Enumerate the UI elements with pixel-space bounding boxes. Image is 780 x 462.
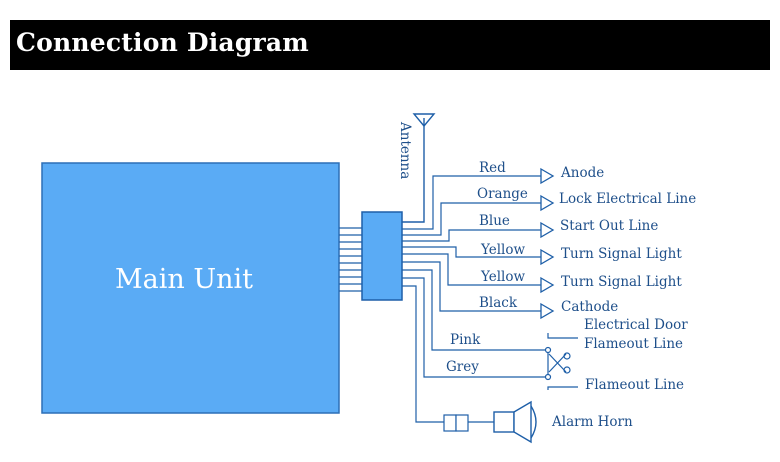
destination-label: Cathode — [561, 299, 618, 315]
wire-color-label: Orange — [477, 186, 528, 202]
arrow-anode — [540, 167, 555, 185]
arrow-start — [540, 221, 555, 239]
destination-label: Turn Signal Light — [561, 246, 682, 262]
main-unit-box — [41, 162, 340, 414]
header-bar: Connection Diagram — [10, 20, 770, 70]
arrow-turn-1 — [540, 248, 555, 266]
destination-label: Turn Signal Light — [561, 274, 682, 290]
destination-label: Flameout Line — [585, 377, 684, 393]
arrow-cathode — [540, 302, 555, 320]
scissors-cut-icon — [544, 333, 578, 390]
wire-color-label: Blue — [479, 213, 510, 229]
wire-color-label: Pink — [450, 332, 481, 348]
harness-wires — [339, 227, 362, 292]
arrow-lock — [540, 194, 555, 212]
arrow-turn-2 — [540, 276, 555, 294]
page-title: Connection Diagram — [16, 28, 309, 57]
destination-label: Flameout Line — [584, 336, 683, 352]
destination-labels: Anode Lock Electrical Line Start Out Lin… — [551, 165, 696, 430]
wire-color-label: Red — [479, 160, 506, 176]
antenna-icon — [402, 113, 436, 223]
destination-label: Lock Electrical Line — [559, 191, 696, 207]
horn-speaker-icon — [493, 400, 537, 444]
connector-block — [361, 211, 403, 301]
wire-color-label: Yellow — [480, 242, 525, 258]
destination-label: Anode — [560, 165, 604, 181]
main-unit-label: Main Unit — [115, 264, 253, 295]
wire-color-label: Yellow — [480, 269, 525, 285]
arrowheads — [540, 167, 555, 320]
wire-color-labels: Red Orange Blue Yellow Yellow Black Pink… — [446, 160, 528, 375]
wire-color-label: Black — [479, 295, 518, 311]
destination-label: Electrical Door — [584, 317, 688, 333]
antenna-label: Antenna — [397, 121, 413, 179]
output-wires — [402, 175, 548, 423]
horn-label: Alarm Horn — [551, 414, 633, 430]
wire-color-label: Grey — [446, 359, 479, 375]
fuse-icon — [443, 414, 469, 432]
destination-label: Start Out Line — [560, 218, 658, 234]
